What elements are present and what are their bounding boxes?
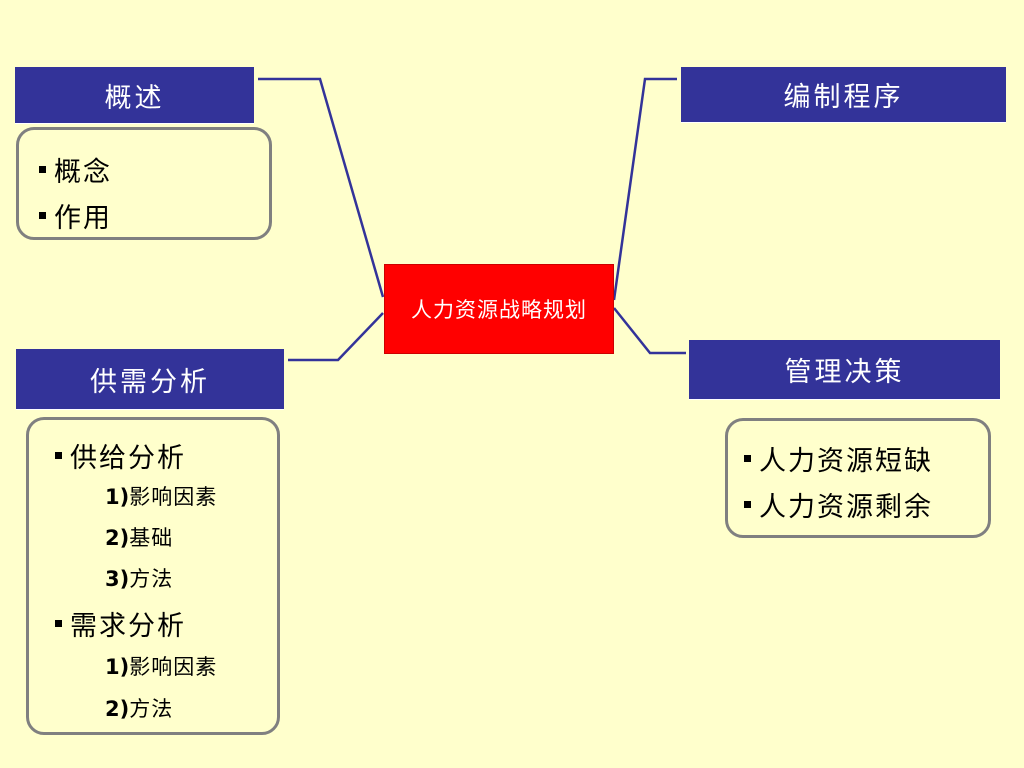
list-item: 人力资源剩余 [744,481,988,527]
center-topic-label: 人力资源战略规划 [411,298,587,322]
list-item: 作用 [39,192,269,238]
bullet-icon [39,165,46,173]
bullet-icon [39,211,46,219]
list-item: 2)基础 [105,526,174,550]
connector-decision [613,307,686,355]
list-item: 供给分析 [55,434,277,476]
bullet-icon [744,454,751,462]
compilation-topic: 编制程序 [681,67,1006,123]
center-topic: 人力资源战略规划 [384,264,614,354]
list-item: 人力资源短缺 [744,435,988,481]
decision-item-shortage: 人力资源短缺 [759,445,933,477]
list-item: 概念 [39,146,269,192]
list-item: 2)方法 [105,697,174,721]
supply-demand-detail-box: 供给分析 1)影响因素 2)基础 3)方法 需求分析 1)影响因素 2)方法 [26,417,280,735]
overview-item-function: 作用 [54,202,112,234]
list-item: 1)影响因素 [105,655,218,679]
connector-supply-demand [288,312,384,362]
bullet-icon [55,451,62,459]
connector-compilation [612,77,677,301]
demand-analysis-label: 需求分析 [70,610,186,642]
connector-overview [258,77,385,298]
decision-topic: 管理决策 [689,340,1000,400]
decision-title: 管理决策 [784,357,905,388]
overview-item-concept: 概念 [54,156,112,188]
decision-detail-box: 人力资源短缺 人力资源剩余 [725,418,991,538]
overview-topic: 概述 [15,67,254,124]
list-item: 3)方法 [105,567,174,591]
compilation-title: 编制程序 [783,82,904,113]
overview-detail-box: 概念 作用 [16,127,272,240]
list-item: 1)影响因素 [105,485,218,509]
decision-item-surplus: 人力资源剩余 [759,491,933,523]
supply-analysis-label: 供给分析 [70,442,186,474]
list-item: 需求分析 [55,600,277,646]
bullet-icon [55,619,62,627]
supply-demand-topic: 供需分析 [16,349,284,410]
bullet-icon [744,500,751,508]
overview-title: 概述 [104,82,165,114]
supply-demand-title: 供需分析 [90,366,210,398]
